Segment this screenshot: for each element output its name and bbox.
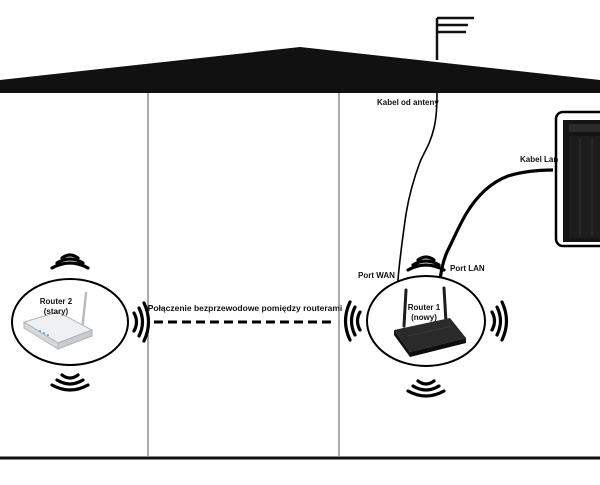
antenna-cable [396,92,438,293]
router-2-name: Router 2 [40,297,73,306]
lan-cable [436,168,554,297]
antenna-cable-label: Kabel od anteny [377,98,439,107]
lan-cable-label: Kabel Lan [520,155,558,164]
wifi-signal-icon [50,253,90,270]
router-2-note: (stary) [44,307,69,316]
wifi-signal-icon [406,255,446,272]
wireless-link-label: Połączenie bezprzewodowe pomiędzy router… [148,303,343,313]
house-roof [0,47,600,93]
wifi-signal-icon [406,379,446,398]
router-icon [22,291,94,350]
router-1-name: Router 1 [408,303,441,312]
wifi-signal-icon [343,300,362,342]
router-icon [394,286,466,357]
wifi-signal-icon [132,301,151,343]
wifi-signal-icon [50,373,90,392]
port-wan-label: Port WAN [358,271,395,280]
router-1-note: (nowy) [411,313,437,322]
port-lan-label: Port LAN [450,264,485,273]
antenna-mast-icon [435,16,474,60]
wifi-signal-icon [490,300,509,342]
computer-tower-icon [563,120,600,242]
